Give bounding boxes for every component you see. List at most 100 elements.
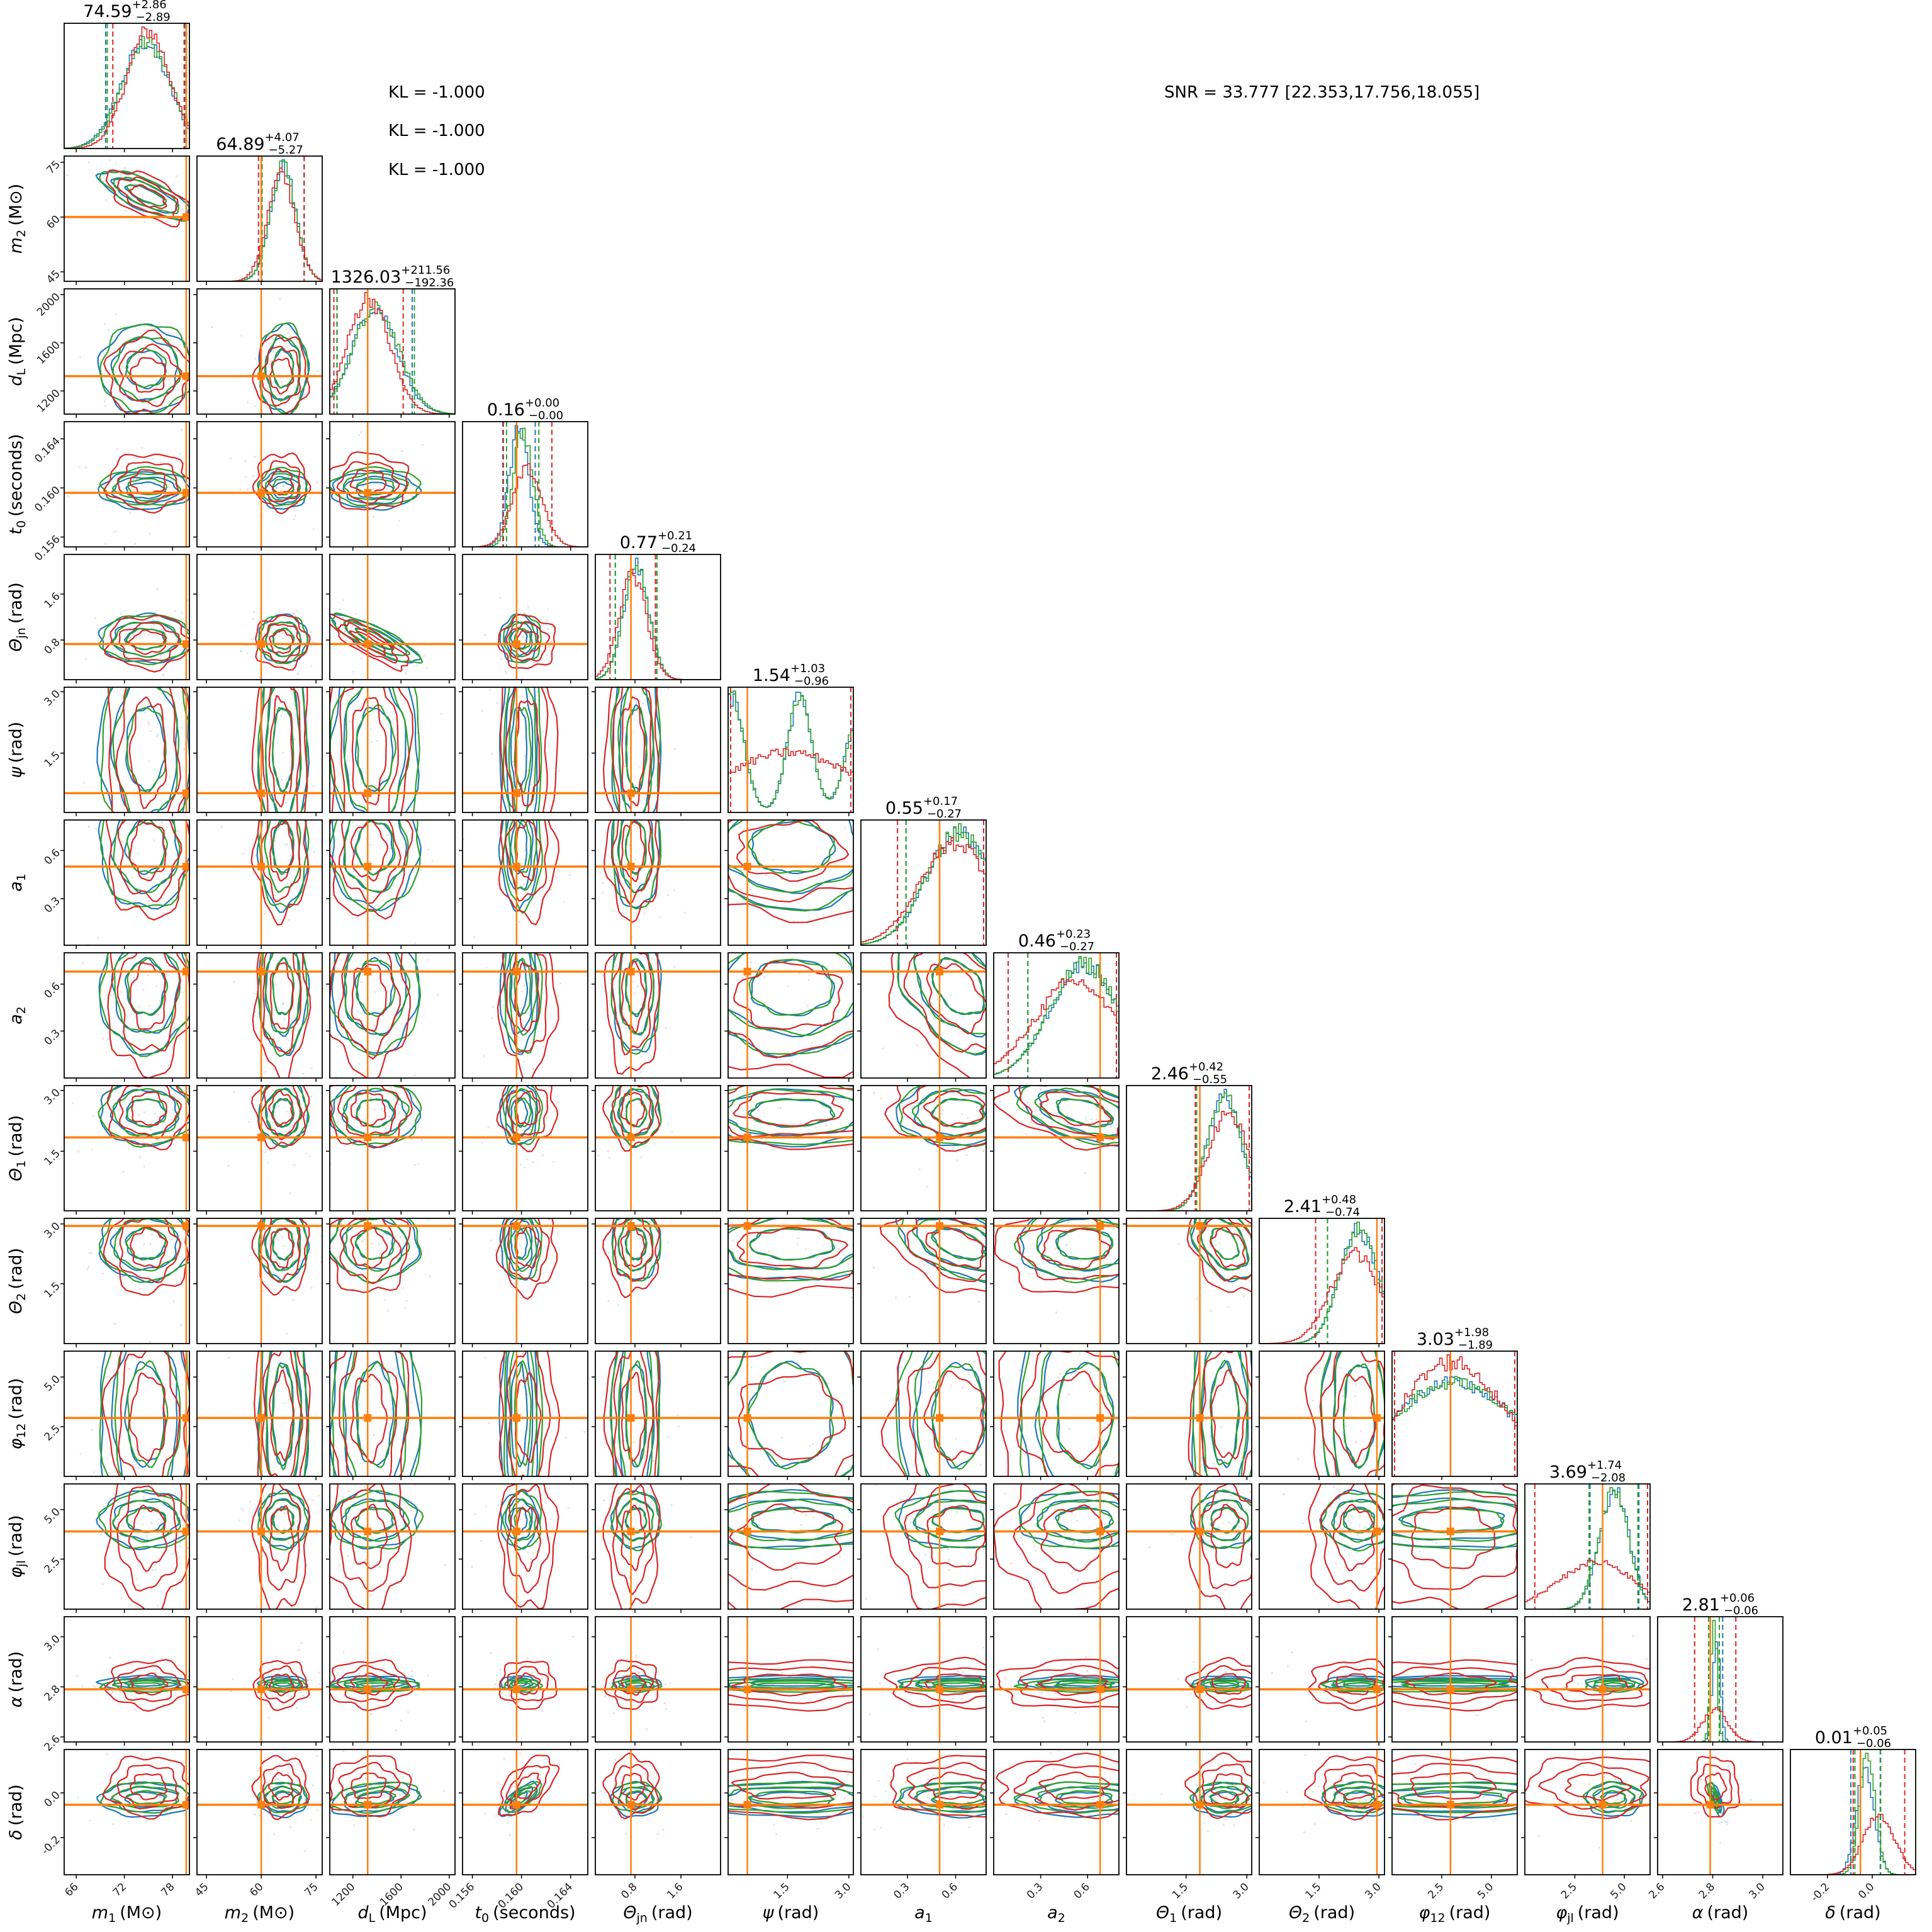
sample-point-series-0	[1333, 1485, 1335, 1488]
panel-plot-area	[728, 953, 853, 1078]
sample-point-series-1	[246, 652, 249, 654]
sample-point-series-1	[669, 1682, 671, 1685]
sample-point-series-2	[1360, 1430, 1362, 1433]
sample-point-series-1	[1222, 1488, 1225, 1490]
truth-marker	[627, 1527, 635, 1536]
sample-point-series-0	[143, 711, 146, 714]
sample-point-series-1	[634, 858, 636, 861]
sample-point-series-0	[632, 824, 635, 826]
sample-point-series-2	[101, 634, 103, 637]
sample-point-series-1	[1177, 1243, 1180, 1245]
truth-marker	[512, 967, 520, 975]
sample-point-series-0	[670, 1503, 673, 1507]
sample-point-series-1	[137, 853, 140, 855]
sample-point-series-0	[940, 1113, 943, 1115]
sample-point-series-1	[549, 889, 553, 891]
sample-point-series-0	[1235, 1521, 1238, 1524]
sample-point-series-2	[1057, 1376, 1060, 1379]
sample-point-series-1	[82, 781, 85, 783]
sample-point-series-0	[137, 465, 140, 468]
sample-point-series-1	[523, 1060, 525, 1063]
sample-point-series-2	[129, 1663, 132, 1665]
panel-frame	[462, 1085, 588, 1211]
sample-point-series-2	[342, 1651, 345, 1654]
sample-point-series-1	[171, 1238, 174, 1240]
contour-series-2-level-0	[130, 1226, 169, 1268]
sample-point-series-2	[143, 1165, 145, 1168]
sample-point-series-2	[391, 668, 394, 671]
sample-point-series-2	[1356, 1705, 1359, 1708]
contour-series-2-level-2	[250, 820, 310, 926]
truth-marker	[257, 640, 266, 648]
sample-point-series-0	[357, 1010, 359, 1013]
sample-point-series-0	[1478, 1525, 1481, 1527]
contour-series-2-level-1	[339, 1218, 402, 1284]
contour-series-2-level-2	[998, 1351, 1009, 1476]
sample-point-series-0	[1206, 1516, 1208, 1519]
panel-frame	[860, 952, 987, 1079]
truth-marker	[627, 1685, 635, 1693]
panel-frame	[1126, 1483, 1252, 1610]
sample-point-series-0	[783, 1260, 785, 1262]
sample-point-series-1	[320, 1235, 322, 1237]
sample-point-series-2	[159, 461, 162, 463]
panel-frame	[595, 1483, 721, 1610]
contour-series-1-level-0	[625, 1682, 648, 1689]
sample-point-series-0	[1067, 1220, 1069, 1223]
sample-point-series-2	[97, 483, 100, 486]
sample-point-series-2	[157, 1013, 160, 1016]
sample-point-series-2	[541, 1676, 543, 1679]
title-value: 0.16	[487, 400, 525, 420]
panel-frame	[64, 421, 190, 548]
contour-series-1-level-1	[265, 953, 301, 1034]
sample-point-series-0	[1357, 1683, 1360, 1686]
sample-point-series-1	[431, 860, 434, 863]
sample-point-series-2	[390, 1087, 392, 1089]
sample-point-series-1	[276, 1106, 278, 1108]
sample-point-series-2	[388, 847, 391, 850]
contour-panel-7-11	[990, 1483, 1120, 1613]
sample-point-series-2	[783, 1381, 786, 1383]
truth-marker	[936, 1222, 944, 1230]
contour-series-1-level-2	[98, 1218, 189, 1283]
sample-point-series-1	[547, 608, 549, 610]
sample-point-series-1	[847, 1262, 850, 1265]
sample-point-series-2	[531, 874, 533, 877]
truth-marker	[182, 862, 189, 870]
panel-plot-area	[728, 1617, 853, 1742]
contour-series-1-level-1	[112, 336, 181, 403]
panel-frame	[993, 1218, 1120, 1344]
sample-point-series-0	[106, 993, 108, 996]
sample-point-series-2	[316, 481, 318, 484]
sample-point-series-1	[135, 478, 138, 481]
title-plus: +0.00	[525, 396, 559, 410]
sample-point-series-2	[281, 632, 284, 635]
truth-marker	[743, 1222, 751, 1230]
sample-point-series-0	[121, 840, 123, 843]
sample-point-series-1	[300, 494, 303, 497]
contour-series-2-level-1	[339, 687, 399, 812]
sample-point-series-2	[632, 980, 635, 983]
contour-panel-4-5	[592, 687, 721, 816]
contour-series-1-level-0	[625, 1360, 648, 1467]
contour-series-1-level-1	[113, 953, 181, 1034]
sample-point-series-0	[338, 1564, 340, 1567]
sample-point-series-0	[527, 982, 530, 984]
contour-series-2-level-1	[613, 1351, 655, 1476]
histogram-series-2	[861, 837, 986, 945]
sample-point-series-1	[1193, 1676, 1195, 1678]
contour-series-0-level-1	[505, 1351, 534, 1476]
panel-plot-area	[595, 1086, 721, 1211]
panel-frame	[595, 1351, 721, 1477]
sample-point-series-0	[276, 640, 278, 643]
contour-series-2-level-0	[269, 629, 294, 654]
sample-point-series-2	[385, 986, 388, 988]
title-value: 0.77	[620, 533, 658, 553]
sample-point-series-2	[149, 532, 151, 535]
sample-point-series-0	[1109, 1125, 1112, 1128]
sample-point-series-1	[1381, 1503, 1384, 1505]
sample-point-series-2	[395, 1729, 397, 1732]
sample-point-series-0	[1347, 1553, 1350, 1556]
sample-point-series-2	[526, 1657, 529, 1660]
panel-frame	[329, 554, 456, 680]
